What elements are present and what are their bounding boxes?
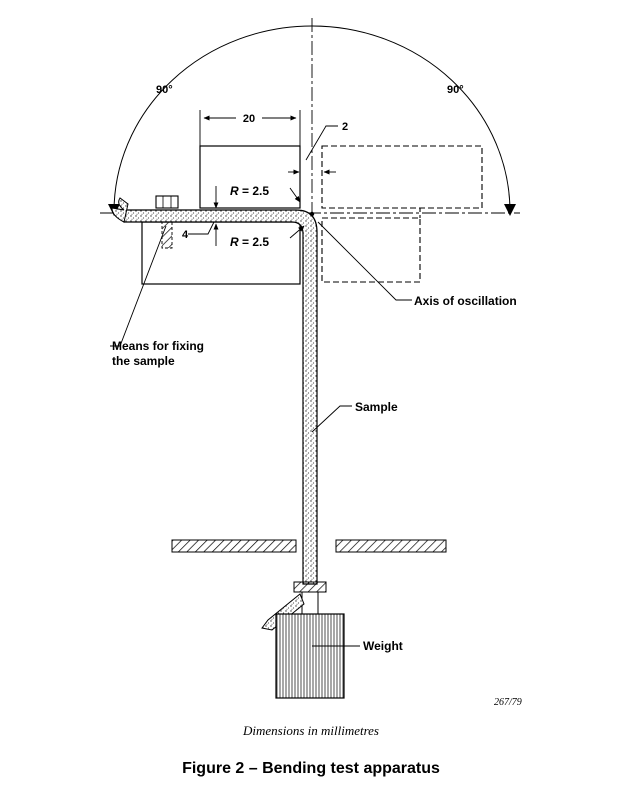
gap-leader-line <box>305 125 338 161</box>
gap-dimension-label: 2 <box>342 121 348 133</box>
fixing-leader-line <box>110 225 167 347</box>
radius-bottom-label: R = 2.5 <box>230 235 269 249</box>
axis-of-oscillation-label: Axis of oscillation <box>414 294 517 308</box>
left-angle-label: 90° <box>156 84 173 96</box>
figure-title: Figure 2 – Bending test apparatus <box>182 760 440 777</box>
thickness-dimension-label: 4 <box>182 229 189 241</box>
sample-leader-line <box>311 405 352 433</box>
fixing-label-line1: Means for fixing <box>112 339 204 353</box>
upper-clamp-block <box>199 145 301 209</box>
sample-left-end <box>111 197 129 223</box>
right-angle-label: 90° <box>447 84 464 96</box>
right-arc-arrowhead <box>504 204 516 216</box>
dimensions-note: Dimensions in millimetres <box>242 723 379 738</box>
fixing-bolt-shank <box>161 221 173 249</box>
width-dimension-label: 20 <box>243 113 255 125</box>
sample-bent-tail <box>261 593 305 631</box>
base-plate-right <box>335 539 447 553</box>
fixing-label-line2: the sample <box>112 354 175 368</box>
base-plate-left <box>171 539 297 553</box>
axis-leader-line <box>317 221 412 301</box>
figure-reference-number: 267/79 <box>494 697 522 708</box>
sample-label: Sample <box>355 400 398 414</box>
upper-block-oscillated-position <box>321 145 483 209</box>
left-90-degree-arc <box>113 25 313 213</box>
radius-top-label: R = 2.5 <box>230 184 269 198</box>
weight-label: Weight <box>363 639 403 653</box>
axis-point <box>309 211 315 217</box>
weight-block <box>275 613 345 699</box>
fixing-bolt-head <box>155 195 179 209</box>
lower-block-oscillated-position <box>321 217 421 283</box>
right-90-degree-arc <box>311 25 511 213</box>
weight-clamp <box>293 581 327 593</box>
weight-rod <box>301 591 319 615</box>
